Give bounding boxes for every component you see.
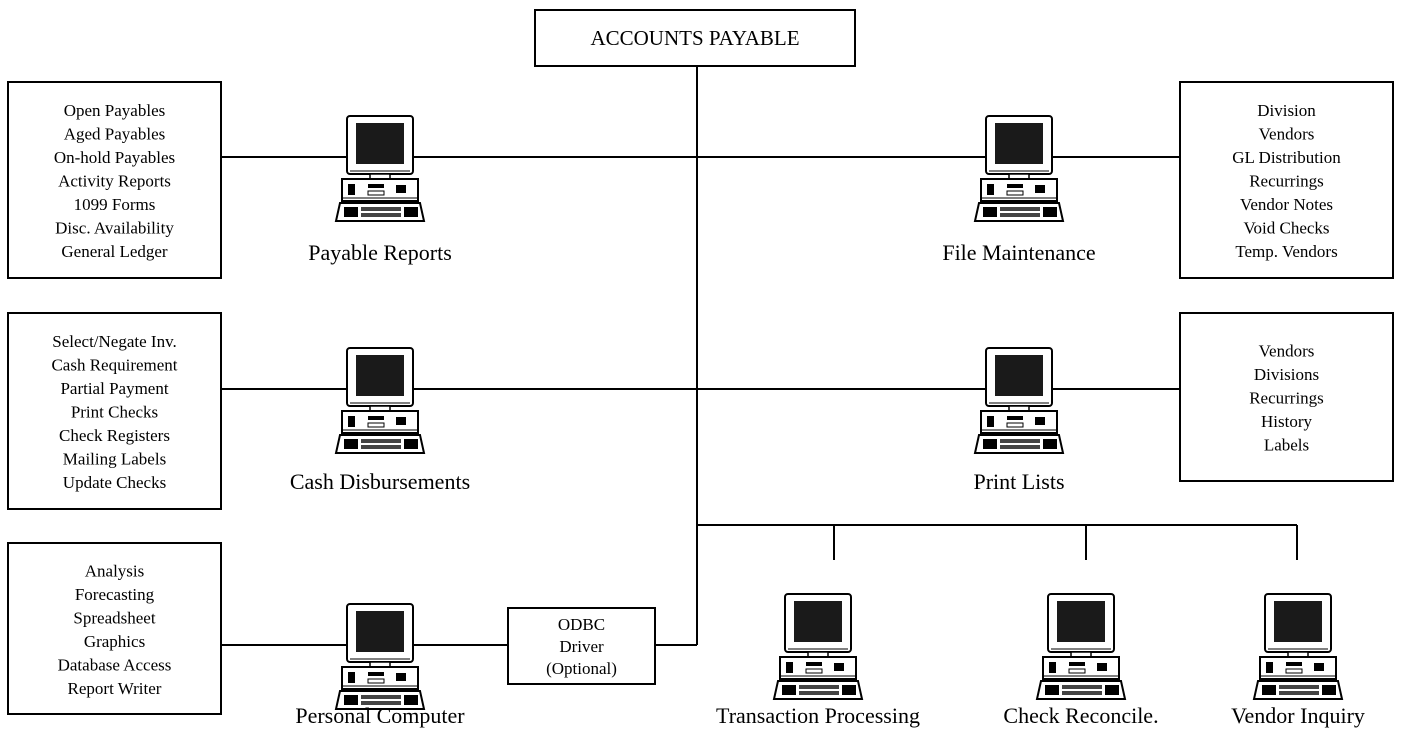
file-maintenance-feature-box-item: Void Checks [1243,219,1329,238]
file-maintenance-feature-box-item: Recurrings [1249,172,1324,191]
print-lists-feature-box-item: History [1261,412,1313,431]
file-maintenance-label: File Maintenance [942,240,1095,265]
cash-disbursements-feature-box-item: Select/Negate Inv. [52,332,176,351]
file-maintenance-feature-box-item: Division [1257,101,1316,120]
computer-icon [1036,593,1126,700]
payable-reports-feature-box-item: 1099 Forms [74,195,156,214]
payable-reports-label: Payable Reports [308,240,452,265]
file-maintenance-feature-box-item: Vendor Notes [1240,195,1333,214]
payable-reports-feature-box-item: Aged Payables [64,125,166,144]
personal-computer-label: Personal Computer [295,703,465,728]
diagram-title: ACCOUNTS PAYABLE [590,26,799,50]
cash-disbursements-feature-box-item: Mailing Labels [63,450,166,469]
personal-computer-feature-box-item: Graphics [84,632,145,651]
file-maintenance-feature-box-item: GL Distribution [1232,148,1341,167]
cash-disbursements-feature-box-item: Partial Payment [60,379,168,398]
module-cash-disbursements: Cash Disbursements Select/Negate Inv. Cash… [7,312,470,510]
personal-computer-feature-box-item: Spreadsheet [73,608,155,627]
module-personal-computer: Personal Computer AnalysisForecastingSpre… [7,542,465,728]
cash-disbursements-feature-box: Select/Negate Inv. Cash RequirementPartia… [7,312,222,510]
computer-icon [974,115,1064,222]
odbc-driver-box-item: (Optional) [546,659,617,678]
odbc-driver-box-item: Driver [559,637,604,656]
cash-disbursements-feature-box-item: Cash Requirement [51,356,177,375]
vendor-inquiry-label: Vendor Inquiry [1231,703,1365,728]
module-check-reconcile: Check Reconcile. [1003,593,1159,728]
module-print-lists: Print Lists VendorsDivisionsRecurringsHis… [973,312,1394,494]
module-transaction-processing: Transaction Processing [716,593,920,728]
module-vendor-inquiry: Vendor Inquiry [1231,593,1365,728]
computer-icon [1253,593,1343,700]
personal-computer-feature-box-item: Forecasting [75,585,155,604]
personal-computer-feature-box-item: Database Access [58,655,172,674]
computer-icon [773,593,863,700]
personal-computer-feature-box-item: Report Writer [68,679,162,698]
file-maintenance-feature-box-item: Vendors [1259,125,1315,144]
payable-reports-feature-box-item: Open Payables [64,101,166,120]
computer-icon [974,347,1064,454]
print-lists-feature-box-item: Labels [1264,436,1309,455]
cash-disbursements-label: Cash Disbursements [290,469,470,494]
title-box: ACCOUNTS PAYABLE [534,9,856,67]
cash-disbursements-feature-box-item: Check Registers [59,426,170,445]
odbc-driver-box: ODBC Driver (Optional) [507,607,656,685]
payable-reports-feature-box-item: Disc. Availability [55,219,174,238]
file-maintenance-feature-box-item: Temp. Vendors [1235,242,1337,261]
personal-computer-feature-box-item: Analysis [85,561,145,580]
computer-icon [335,115,425,222]
payable-reports-feature-box-item: General Ledger [61,242,168,261]
payable-reports-feature-box-item: Activity Reports [58,172,171,191]
payable-reports-feature-box-item: On-hold Payables [54,148,175,167]
print-lists-label: Print Lists [973,469,1064,494]
odbc-driver-box-item: ODBC [558,615,605,634]
transaction-processing-label: Transaction Processing [716,703,920,728]
cash-disbursements-feature-box-item: Update Checks [63,473,166,492]
personal-computer-feature-box: AnalysisForecastingSpreadsheetGraphicsDa… [7,542,222,715]
print-lists-feature-box-item: Vendors [1259,342,1315,361]
cash-disbursements-feature-box-item: Print Checks [71,403,158,422]
computer-icon [335,347,425,454]
print-lists-feature-box-item: Recurrings [1249,389,1324,408]
print-lists-feature-box-item: Divisions [1254,365,1319,384]
check-reconcile-label: Check Reconcile. [1003,703,1158,728]
computer-icon [335,603,425,710]
